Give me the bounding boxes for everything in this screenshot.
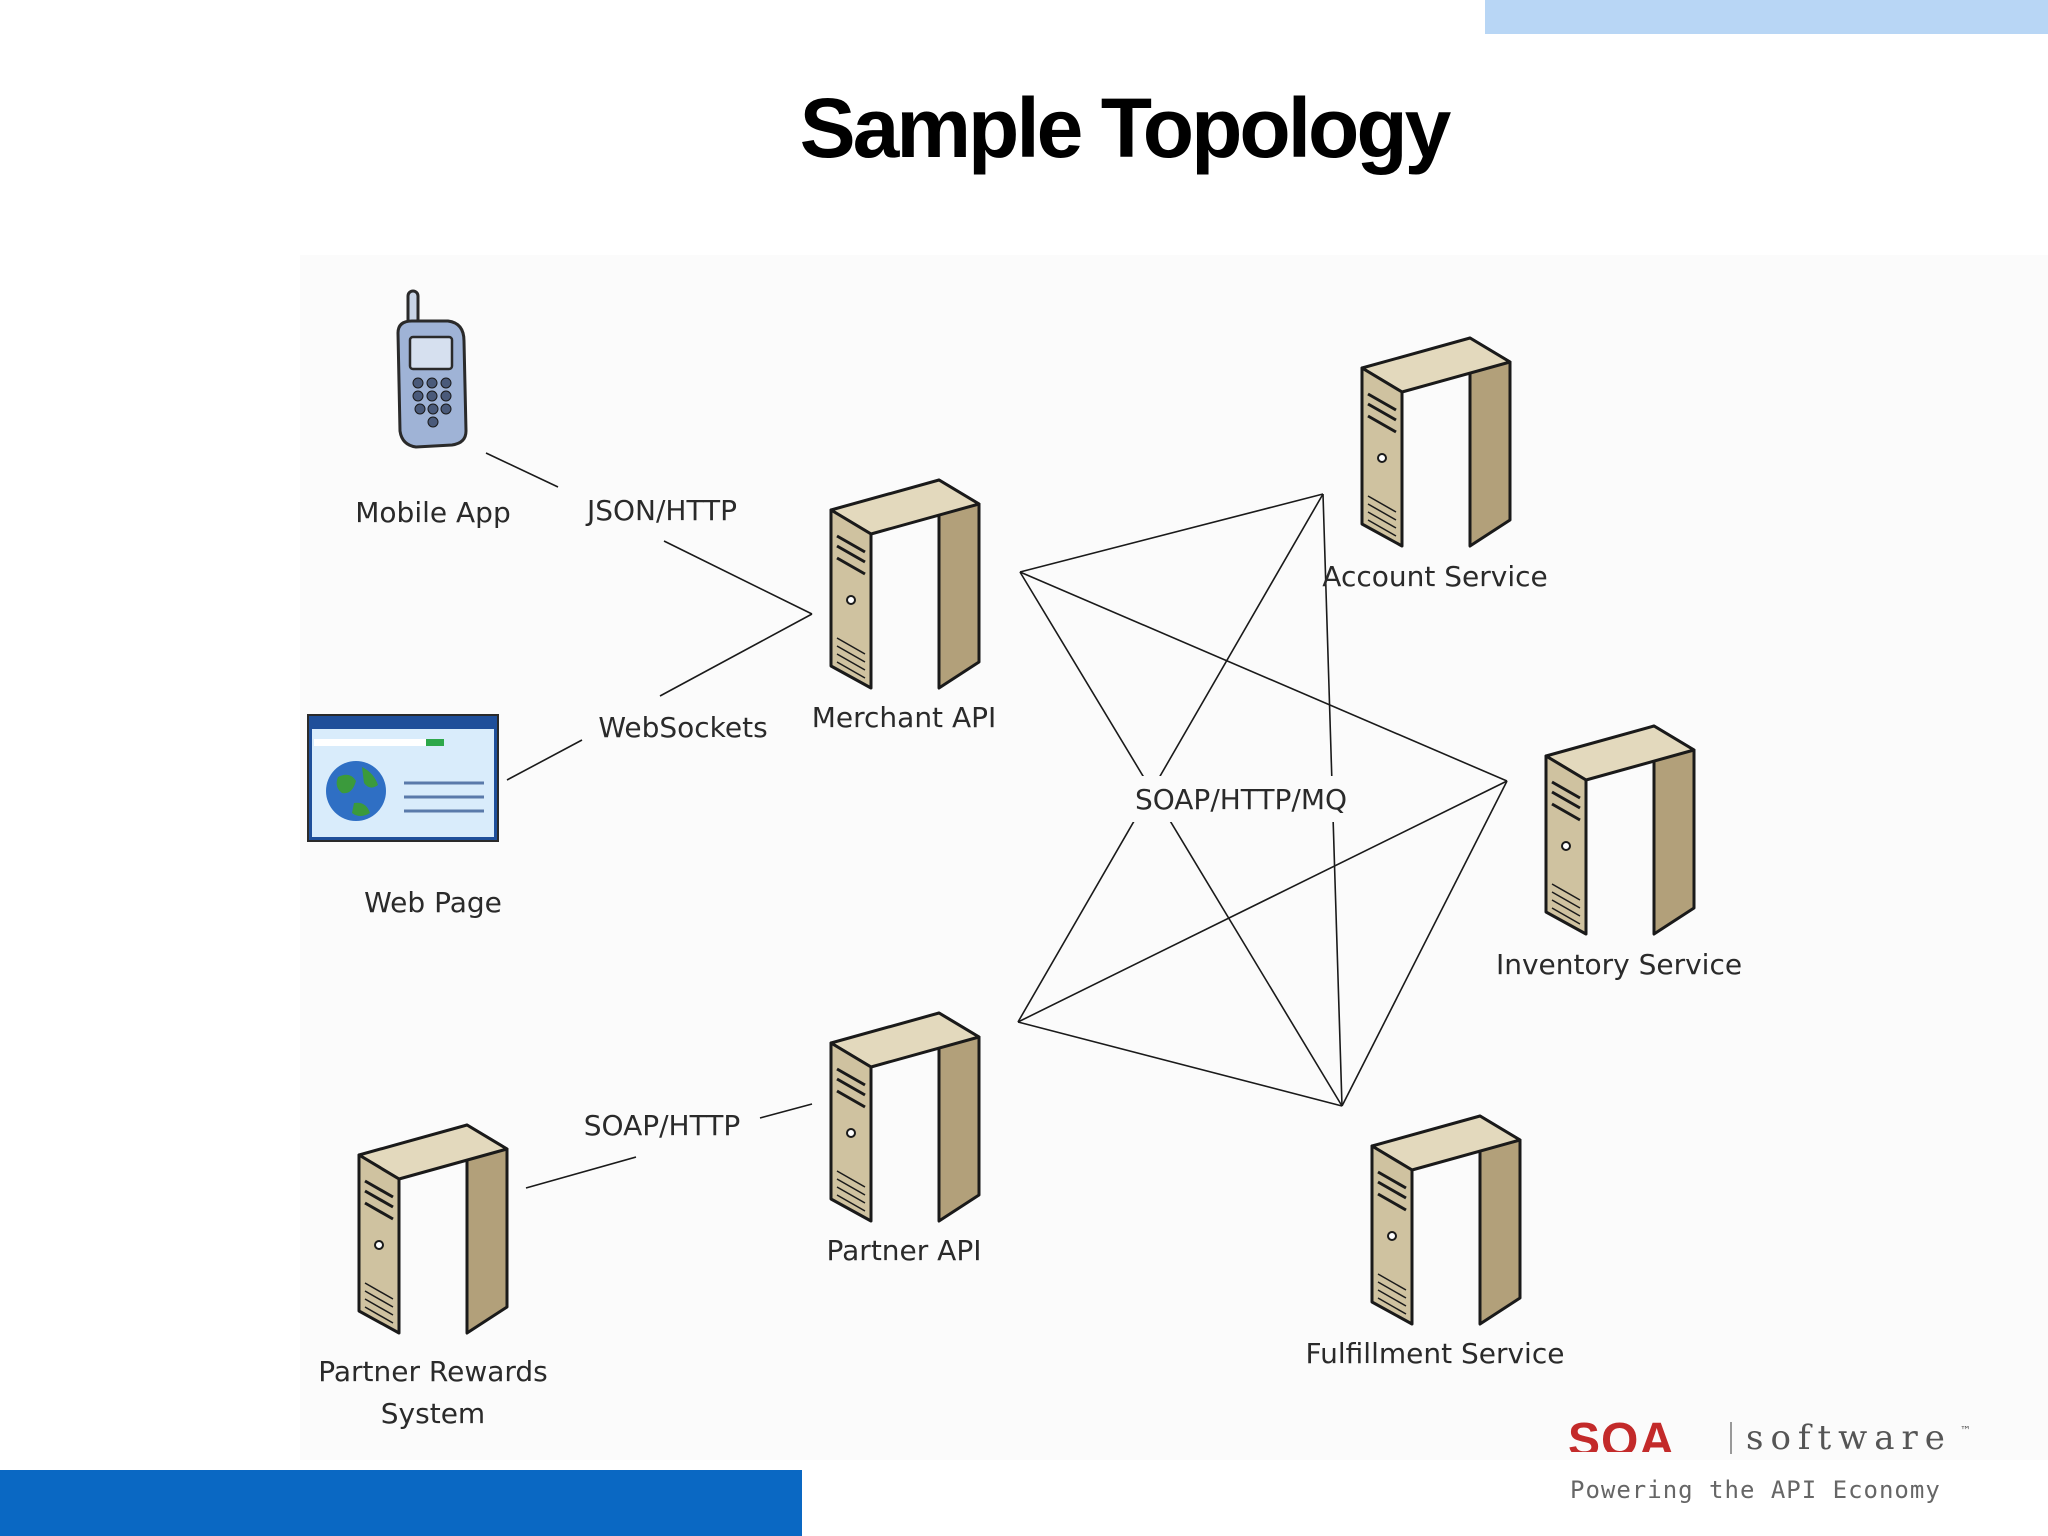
bottom-accent-bar [0, 1470, 802, 1536]
merchant-api-server-icon [829, 478, 981, 690]
logo-trademark: ™ [1960, 1424, 1971, 1437]
fulfillment-service-server-icon [1370, 1114, 1522, 1326]
top-accent-bar [1485, 0, 2048, 34]
slide-title: Sample Topology [799, 81, 1452, 175]
partner-api-server-icon [829, 1011, 981, 1223]
inventory-service-label: Inventory Service [1496, 948, 1742, 981]
soap-http-mq-label: SOAP/HTTP/MQ [1135, 783, 1347, 816]
json-http-label: JSON/HTTP [585, 494, 737, 527]
partner-rewards-label-line1: Partner Rewards [318, 1355, 548, 1388]
soap-http-label: SOAP/HTTP [584, 1109, 740, 1142]
mobile-app-label: Mobile App [355, 496, 510, 529]
account-service-label: Account Service [1322, 560, 1547, 593]
logo-mark: SOA [1568, 1414, 1676, 1452]
partner-rewards-label-line2: System [381, 1397, 485, 1430]
web-page-label: Web Page [364, 886, 502, 919]
web-page-icon [307, 714, 499, 842]
websockets-label: WebSockets [598, 711, 767, 744]
soa-software-logo: SOA software ™ Powering the API Economy [1568, 1414, 2008, 1518]
mobile-phone-icon [396, 289, 468, 449]
logo-divider [1730, 1422, 1732, 1454]
logo-wordmark: software [1746, 1418, 1952, 1458]
partner-rewards-server-icon [357, 1123, 509, 1335]
logo-tagline: Powering the API Economy [1570, 1476, 1941, 1504]
partner-api-label: Partner API [827, 1234, 982, 1267]
fulfillment-service-label: Fulfillment Service [1306, 1337, 1565, 1370]
diagram-background [300, 255, 2048, 1460]
merchant-api-label: Merchant API [812, 701, 997, 734]
account-service-server-icon [1360, 336, 1512, 548]
inventory-service-server-icon [1544, 724, 1696, 936]
